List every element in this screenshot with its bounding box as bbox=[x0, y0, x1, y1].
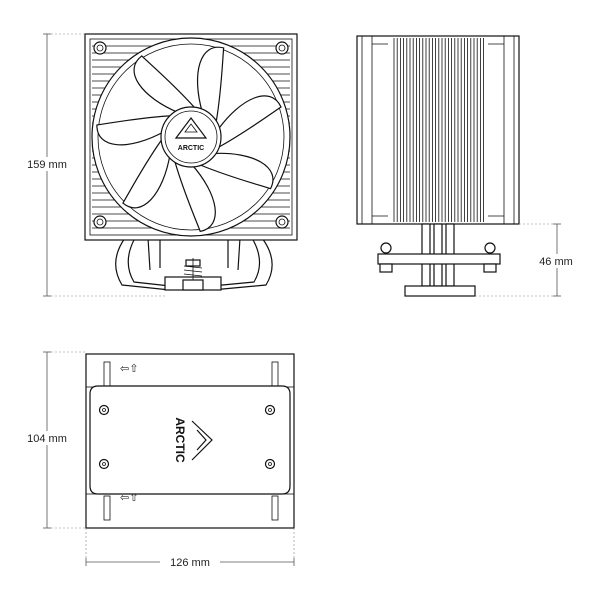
dimension-height: 159 mm bbox=[22, 33, 165, 297]
side-mount-screws bbox=[379, 242, 497, 273]
dimension-width: 126 mm bbox=[85, 528, 295, 569]
front-view: ARCTIC bbox=[84, 33, 298, 291]
depth-dimension-label: 104 mm bbox=[27, 433, 67, 445]
fan-hub bbox=[160, 106, 222, 168]
side-base-plate bbox=[404, 285, 476, 297]
fan-blades bbox=[96, 46, 282, 233]
hub-logo-icon: ARCTIC bbox=[174, 117, 208, 152]
arctic-logo-icon: ARCTIC bbox=[173, 417, 213, 463]
front-heatpipes bbox=[115, 237, 273, 291]
fan-corner-screws bbox=[93, 41, 289, 229]
dimension-base-height: 46 mm bbox=[475, 223, 582, 297]
top-cover-plate bbox=[89, 385, 291, 495]
height-dimension-label: 159 mm bbox=[27, 159, 67, 171]
top-plate-screws bbox=[98, 404, 276, 470]
top-view: ⇦⇧ ⇦⇧ ARCTIC bbox=[85, 353, 295, 529]
side-heatsink bbox=[356, 35, 520, 225]
hub-logo-text: ARCTIC bbox=[178, 145, 204, 152]
side-fin-stack bbox=[393, 38, 485, 222]
bottom-arrow-marker: ⇦⇧ bbox=[120, 492, 138, 504]
front-mount-block bbox=[182, 279, 204, 291]
side-view bbox=[356, 35, 520, 297]
dimension-depth: 104 mm bbox=[22, 351, 86, 529]
spring-screw bbox=[183, 258, 203, 280]
side-mount-bracket bbox=[377, 253, 501, 265]
arctic-logo-text: ARCTIC bbox=[173, 417, 187, 463]
top-arrow-marker: ⇦⇧ bbox=[120, 363, 138, 375]
base-height-dimension-label: 46 mm bbox=[539, 256, 573, 268]
width-dimension-label: 126 mm bbox=[170, 557, 210, 569]
